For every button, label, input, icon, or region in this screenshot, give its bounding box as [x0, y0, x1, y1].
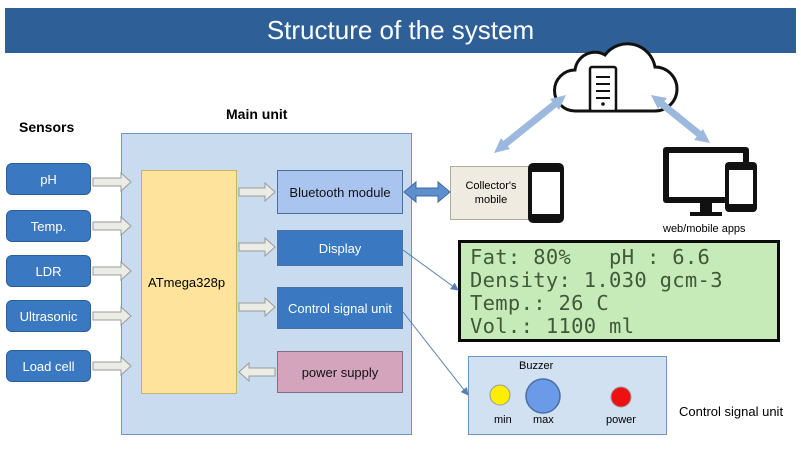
- lcd-line: Density: 1.030 gcm-3: [470, 268, 723, 292]
- title-bar: Structure of the system: [5, 8, 796, 53]
- cloud-webapps-arrow: [654, 97, 707, 141]
- lcd-line: Vol.: 1100 ml: [470, 314, 635, 338]
- buzzer-label: Buzzer: [519, 360, 554, 372]
- sensor-temp: Temp.: [6, 210, 91, 242]
- sensor-ldr: LDR: [6, 255, 91, 287]
- server-icon: [588, 65, 618, 113]
- cloud-server-icon: [553, 42, 679, 113]
- phone-icon: [528, 163, 564, 223]
- control-signal-module: Control signal unit: [277, 287, 403, 329]
- lcd-line: Temp.: 26 C: [470, 291, 610, 315]
- mobile-icon: [725, 162, 757, 212]
- power-supply-module: power supply: [277, 351, 403, 393]
- sensors-heading: Sensors: [19, 119, 75, 135]
- collector-mobile-box: Collector's mobile: [450, 166, 532, 220]
- monitor-icon: [663, 147, 749, 216]
- sensor-ultrasonic: Ultrasonic: [6, 300, 91, 332]
- lcd-line: Fat: 80% pH : 6.6: [470, 245, 711, 269]
- mcu-block: ATmega328p: [141, 170, 237, 394]
- mcu-label: ATmega328p: [148, 274, 226, 290]
- page-title: Structure of the system: [266, 15, 535, 45]
- control-panel-caption: Control signal unit: [679, 404, 784, 419]
- max-label: max: [533, 414, 554, 426]
- min-label: min: [494, 414, 512, 426]
- display-module: Display: [277, 230, 403, 266]
- cloud-collector-arrow: [497, 97, 563, 151]
- sensor-ph: pH: [6, 163, 91, 195]
- collector-mobile-label: Collector's mobile: [465, 180, 517, 206]
- power-label: power: [606, 414, 636, 426]
- sensor-load-cell: Load cell: [6, 350, 91, 382]
- web-apps-label: web/mobile apps: [663, 223, 746, 235]
- main-unit-heading: Main unit: [226, 106, 288, 122]
- bluetooth-module: Bluetooth module: [277, 170, 403, 214]
